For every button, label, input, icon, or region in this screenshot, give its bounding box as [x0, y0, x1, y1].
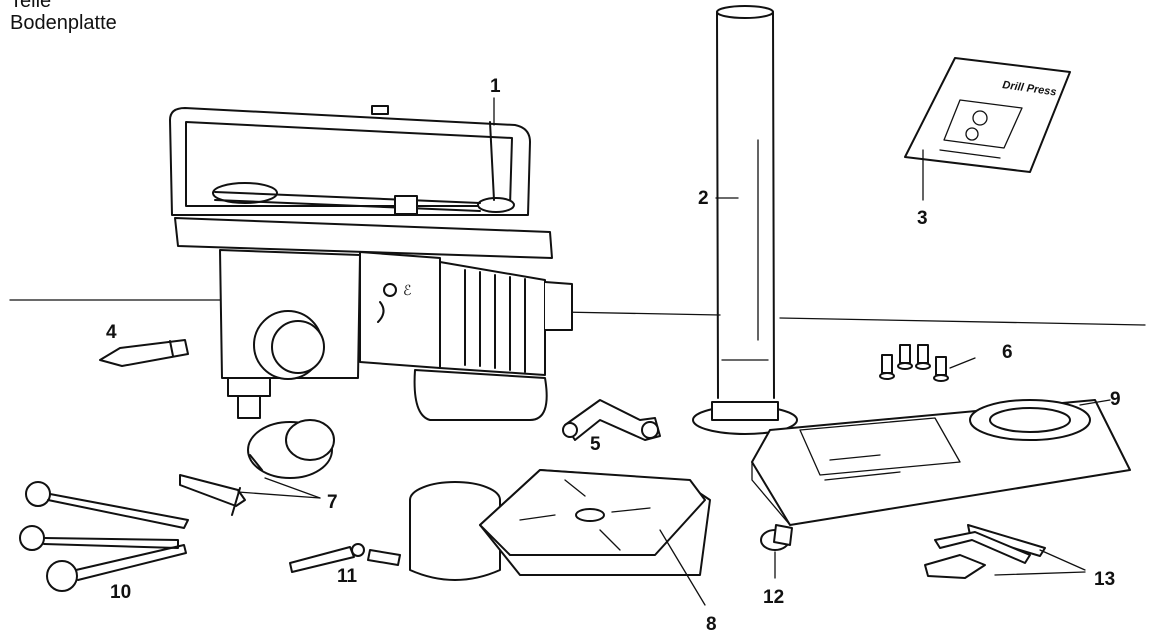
chuck-part — [179, 419, 335, 516]
callout-1: 1 — [490, 76, 501, 97]
horizon-line-mid — [559, 311, 721, 316]
callout-12: 12 — [763, 587, 784, 608]
callout-6: 6 — [1002, 342, 1013, 363]
callout-8: 8 — [706, 614, 717, 635]
base-part — [751, 399, 1131, 526]
column-part — [692, 5, 798, 435]
callout-13: 13 — [1094, 569, 1115, 590]
table-part — [409, 469, 711, 581]
bolts-part — [879, 344, 949, 382]
callout-5: 5 — [590, 434, 601, 455]
leader-lines — [237, 97, 1111, 606]
feed-handles-part — [19, 481, 189, 592]
drill-head-part: ℰ — [169, 105, 573, 421]
screw-part — [760, 524, 793, 579]
header-line-1: Teile — [10, 0, 52, 12]
callout-11: 11 — [337, 566, 358, 587]
handle-lever-part — [562, 399, 661, 441]
callout-10: 10 — [110, 582, 131, 603]
callout-2: 2 — [698, 188, 709, 209]
arbor-part — [99, 339, 189, 367]
hex-keys-part — [924, 524, 1086, 579]
pin-assembly-part — [289, 543, 401, 573]
callout-9: 9 — [1110, 389, 1121, 410]
callout-3: 3 — [917, 208, 928, 229]
header-line-2: Bodenplatte — [10, 12, 117, 34]
callout-4: 4 — [106, 322, 117, 343]
callout-7: 7 — [327, 492, 338, 513]
svg-text:ℰ: ℰ — [403, 282, 411, 298]
manual-part: Drill Press — [904, 57, 1071, 173]
horizon-line-right — [779, 317, 1146, 326]
